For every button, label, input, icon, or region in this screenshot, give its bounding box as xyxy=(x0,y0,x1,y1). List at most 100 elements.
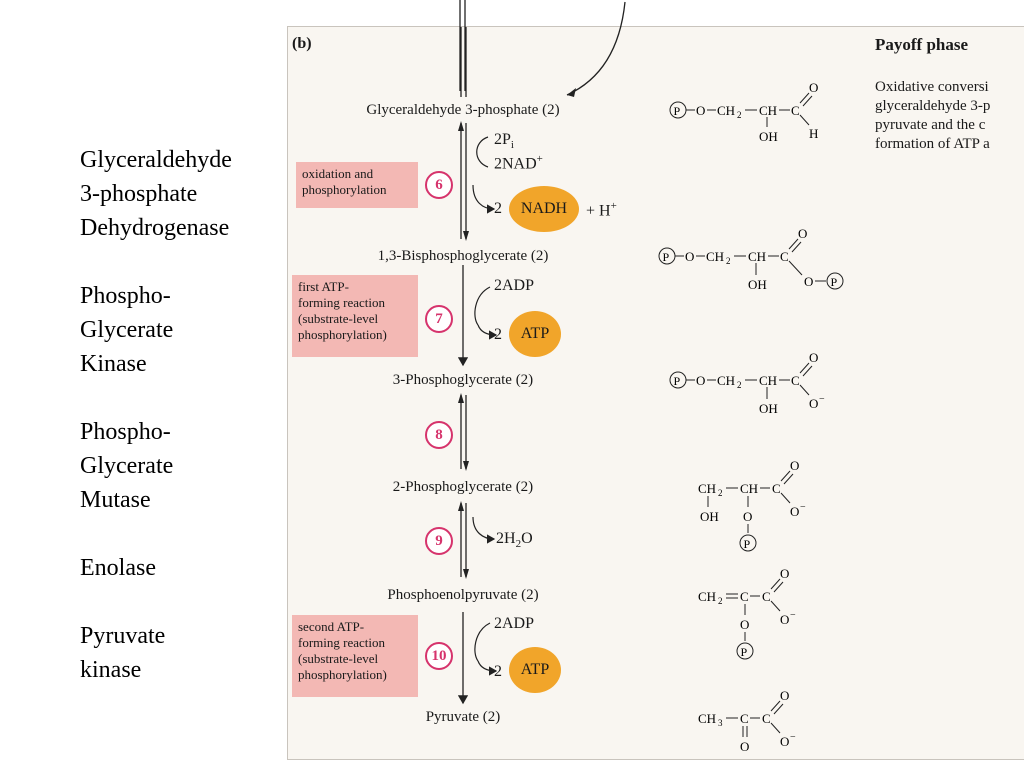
svg-text:P: P xyxy=(663,250,670,264)
svg-text:O: O xyxy=(696,103,705,118)
svg-text:CH: CH xyxy=(698,711,716,726)
enzyme-label: Phospho- xyxy=(80,283,171,309)
step-6-coefficient: 2 xyxy=(494,200,502,217)
step-9-badge: 9 xyxy=(425,527,453,555)
svg-text:O: O xyxy=(740,739,749,754)
svg-text:O: O xyxy=(809,350,818,365)
panel-label: (b) xyxy=(292,35,312,52)
phase-title: Payoff phase xyxy=(875,35,969,54)
metabolite-pyruvate: Pyruvate (2) xyxy=(425,709,501,725)
enzyme-label: Glycerate xyxy=(80,453,174,479)
svg-text:O: O xyxy=(780,566,789,581)
structure-glyceraldehyde-3-phosphate: P O CH 2 CH OH C O H xyxy=(663,79,863,159)
svg-text:CH: CH xyxy=(759,373,777,388)
description-line: pyruvate and the c xyxy=(875,117,986,133)
svg-text:H: H xyxy=(809,126,818,141)
svg-text:O: O xyxy=(685,249,694,264)
svg-text:O: O xyxy=(780,734,789,749)
enzyme-list: Glyceraldehyde 3-phosphate Dehydrogenase… xyxy=(80,143,275,687)
svg-text:−: − xyxy=(790,732,796,743)
svg-text:CH: CH xyxy=(717,373,735,388)
structure-bisphosphoglycerate: P O CH 2 CH OH C O O P xyxy=(652,223,872,303)
step-8-badge: 8 xyxy=(425,421,453,449)
step-10-input-adp: 2ADP xyxy=(494,615,535,632)
reaction-type-line: phosphorylation) xyxy=(298,327,387,342)
step-10-coefficient: 2 xyxy=(494,663,502,680)
atp-oval: ATP xyxy=(509,647,561,693)
svg-text:C: C xyxy=(772,481,781,496)
reaction-type-box: first ATP- forming reaction (substrate-l… xyxy=(292,275,418,357)
svg-text:−: − xyxy=(819,394,825,405)
enzyme-label: Dehydrogenase xyxy=(80,215,230,241)
reaction-type-line: phosphorylation) xyxy=(298,667,387,682)
step-7-badge: 7 xyxy=(425,305,453,333)
structure-pyruvate: CH 3 C C O O − O xyxy=(696,683,836,759)
svg-text:C: C xyxy=(740,711,749,726)
step-6-badge: 6 xyxy=(425,171,453,199)
step-7-input-adp: 2ADP xyxy=(494,277,535,294)
pathway-arrows xyxy=(457,27,498,705)
svg-text:P: P xyxy=(741,645,748,659)
svg-text:C: C xyxy=(762,589,771,604)
svg-text:P: P xyxy=(831,275,838,289)
metabolite-phosphoenolpyruvate: Phosphoenolpyruvate (2) xyxy=(387,587,539,603)
svg-text:OH: OH xyxy=(759,401,778,416)
step-6-input-nad: 2NAD+ xyxy=(494,153,543,173)
step-10-badge: 10 xyxy=(425,642,453,670)
svg-text:CH: CH xyxy=(698,481,716,496)
svg-text:2: 2 xyxy=(726,256,731,266)
svg-text:O: O xyxy=(780,688,789,703)
enzyme-label: Pyruvate xyxy=(80,623,166,649)
svg-text:2: 2 xyxy=(718,596,723,606)
svg-text:OH: OH xyxy=(759,129,778,144)
description-line: glyceraldehyde 3-p xyxy=(875,98,991,114)
description-line: formation of ATP a xyxy=(875,136,990,152)
svg-text:OH: OH xyxy=(700,509,719,524)
svg-text:OH: OH xyxy=(748,277,767,292)
svg-text:2: 2 xyxy=(737,110,742,120)
svg-text:CH: CH xyxy=(759,103,777,118)
step-9-output-water: 2H2O xyxy=(496,530,533,551)
reaction-type-line: second ATP- xyxy=(298,619,365,634)
svg-text:3: 3 xyxy=(718,718,723,728)
svg-text:C: C xyxy=(791,373,800,388)
svg-text:2: 2 xyxy=(718,488,723,498)
enzyme-label: Enolase xyxy=(80,555,156,581)
svg-text:O: O xyxy=(798,226,807,241)
svg-text:C: C xyxy=(740,589,749,604)
svg-text:O: O xyxy=(804,274,813,289)
step-6-input-pi: 2Pi xyxy=(494,131,514,152)
svg-text:O: O xyxy=(740,617,749,632)
enzyme-label: Glycerate xyxy=(80,317,174,343)
description-line: Oxidative conversi xyxy=(875,79,989,95)
reaction-type-line: phosphorylation xyxy=(302,182,387,197)
metabolite-2-phosphoglycerate: 2-Phosphoglycerate (2) xyxy=(392,479,534,495)
svg-text:P: P xyxy=(744,537,751,551)
svg-text:CH: CH xyxy=(748,249,766,264)
step-7-coefficient: 2 xyxy=(494,326,502,343)
metabolite-bisphosphoglycerate: 1,3-Bisphosphoglycerate (2) xyxy=(377,248,549,264)
svg-text:O: O xyxy=(790,458,799,473)
enzyme-label: kinase xyxy=(80,657,142,683)
reaction-type-box: oxidation and phosphorylation xyxy=(296,162,418,208)
enzyme-label: Kinase xyxy=(80,351,147,377)
svg-text:CH: CH xyxy=(717,103,735,118)
svg-text:O: O xyxy=(809,80,818,95)
enzyme-label: Mutase xyxy=(80,487,151,513)
svg-text:C: C xyxy=(780,249,789,264)
pathway-figure: (b) Payoff phase Oxidative conversi glyc… xyxy=(287,26,1024,760)
metabolite-3-phosphoglycerate: 3-Phosphoglycerate (2) xyxy=(392,372,534,388)
reaction-type-line: (substrate-level xyxy=(298,311,379,326)
step-6-proton: + H+ xyxy=(586,200,617,220)
svg-text:O: O xyxy=(809,396,818,411)
svg-text:−: − xyxy=(800,502,806,513)
reaction-type-line: (substrate-level xyxy=(298,651,379,666)
structure-2-phosphoglycerate: CH 2 OH CH C O O − O P xyxy=(696,457,836,567)
svg-text:C: C xyxy=(791,103,800,118)
svg-text:O: O xyxy=(790,504,799,519)
reaction-type-line: oxidation and xyxy=(302,166,374,181)
svg-text:O: O xyxy=(780,612,789,627)
svg-text:2: 2 xyxy=(737,380,742,390)
reaction-type-line: forming reaction xyxy=(298,635,385,650)
enzyme-label: Phospho- xyxy=(80,419,171,445)
